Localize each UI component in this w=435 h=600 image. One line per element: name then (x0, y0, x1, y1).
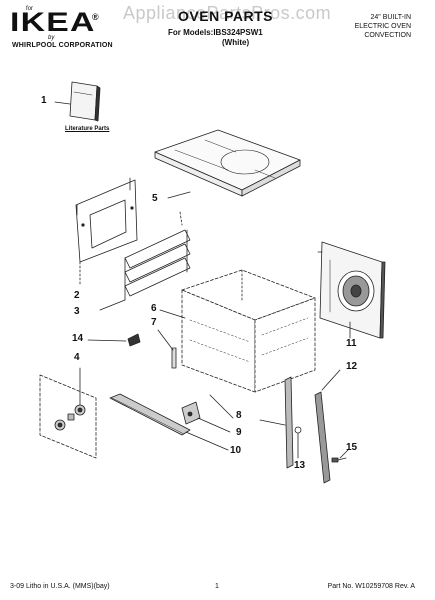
callout-5: 5 (152, 193, 158, 204)
product-description-line-1: 24" BUILT-IN (370, 14, 411, 21)
callout-13: 13 (294, 460, 306, 471)
callout-8: 8 (236, 410, 242, 421)
literature-booklet-part (54, 81, 101, 122)
side-strip-part (259, 376, 302, 469)
callout-15: 15 (346, 442, 358, 453)
logo-by-text: by (48, 35, 55, 41)
hinge-part (181, 401, 231, 433)
rack-guide-part (157, 329, 177, 369)
footer-print-info: 3-09 Litho in U.S.A. (MMS)(bay) (10, 583, 110, 590)
watermark-text: AppliancePartsPros.com (123, 3, 332, 23)
callout-14: 14 (72, 333, 84, 344)
clip-part (87, 333, 141, 347)
vertical-rail-part (314, 369, 341, 484)
model-numbers: For Models:IBS324PSW1 (168, 28, 263, 37)
callout-1: 1 (41, 95, 47, 106)
callout-10: 10 (230, 445, 242, 456)
top-panel-part (154, 129, 301, 199)
screw-part (331, 449, 349, 463)
callout-3: 3 (74, 306, 80, 317)
side-frame-part (75, 177, 138, 286)
control-knobs-part (39, 367, 97, 459)
page-title: OVEN PARTS (178, 8, 273, 24)
model-color: (White) (222, 38, 250, 47)
brand-logo: IKEA (10, 7, 96, 37)
registered-mark: ® (92, 12, 99, 22)
logo-for-text: for (26, 6, 34, 12)
product-description-line-3: CONVECTION (364, 32, 411, 39)
convection-fan-assembly-part (317, 241, 386, 339)
callout-12: 12 (346, 361, 358, 372)
page-number: 1 (215, 583, 219, 590)
oven-cavity-part (181, 269, 316, 393)
callout-7: 7 (151, 317, 157, 328)
manufacturer-name: WHIRLPOOL CORPORATION (12, 42, 113, 49)
callout-9: 9 (236, 427, 242, 438)
footer-part-number: Part No. W10259708 Rev. A (327, 583, 415, 590)
callout-6: 6 (151, 303, 157, 314)
product-description-line-2: ELECTRIC OVEN (354, 23, 411, 30)
oven-rack-part (99, 211, 191, 311)
callout-2: 2 (74, 290, 80, 301)
literature-parts-label: Literature Parts (65, 126, 110, 132)
callout-11: 11 (346, 338, 357, 349)
callout-4: 4 (74, 352, 80, 363)
bottom-trim-part (109, 393, 229, 451)
